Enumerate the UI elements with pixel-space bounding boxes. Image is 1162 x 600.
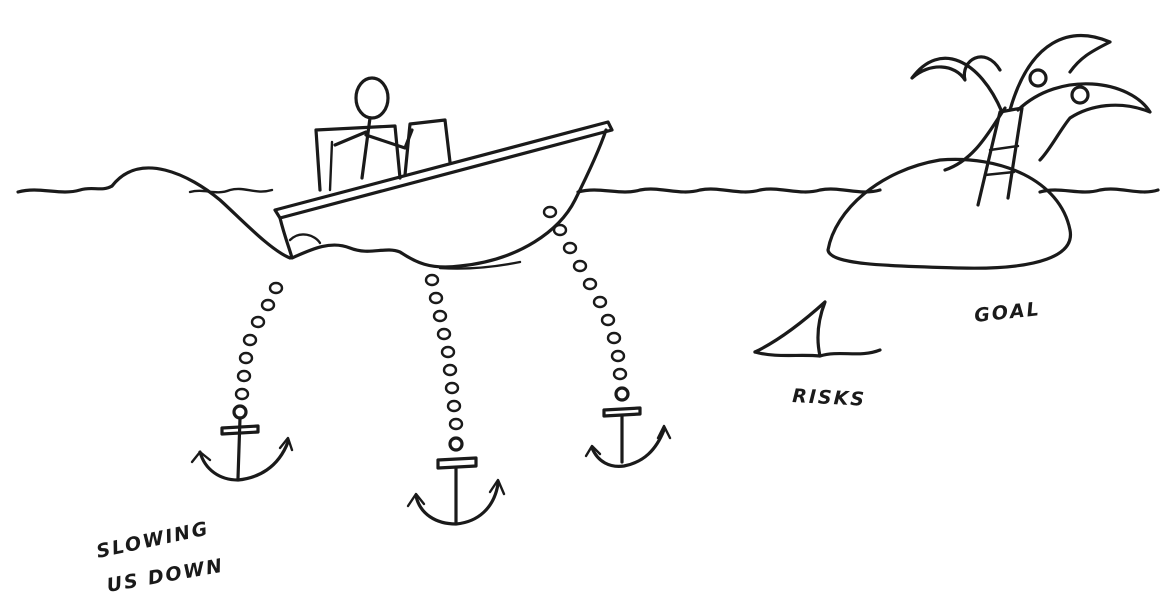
boat	[275, 120, 612, 269]
shark-fin	[755, 302, 880, 356]
risks-label: RISKS	[792, 385, 867, 411]
anchor-right	[544, 207, 670, 466]
coconut-icon	[1030, 70, 1046, 86]
goal-label: GOAL	[973, 298, 1041, 327]
goal-island	[828, 36, 1150, 269]
anchor-left	[192, 283, 292, 480]
water-surface	[18, 168, 1158, 258]
slowing-label-line2: US DOWN	[105, 555, 226, 597]
slowing-label: SLOWING	[94, 518, 211, 563]
coconut-icon	[1072, 87, 1088, 103]
anchor-middle	[408, 275, 504, 524]
